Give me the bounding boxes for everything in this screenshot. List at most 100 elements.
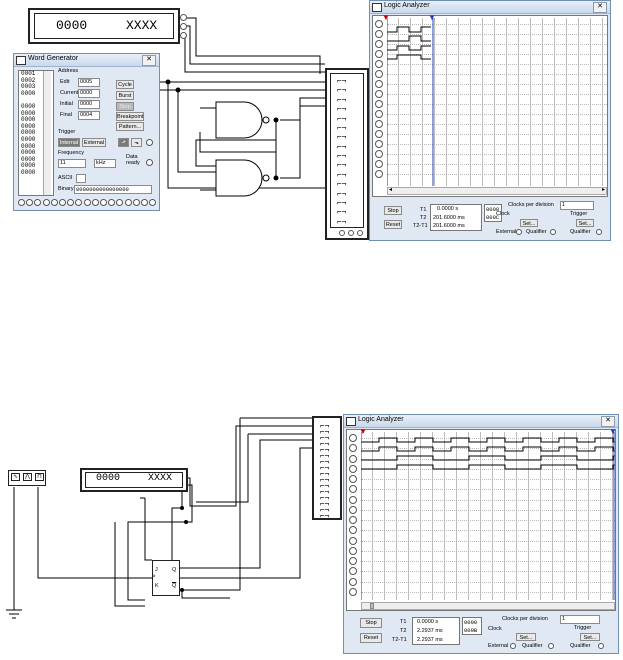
word-generator-output-pin[interactable] <box>141 199 148 206</box>
channel-pin[interactable] <box>375 110 383 118</box>
horizontal-scrollbar[interactable] <box>361 602 615 610</box>
qualifier-pin[interactable] <box>548 643 554 649</box>
t1-cursor-handle[interactable]: ▼ <box>382 13 390 22</box>
word-list-line[interactable]: 0000 <box>21 162 36 170</box>
square-wave-icon[interactable]: ⊓ <box>35 473 44 481</box>
terminal-channel-icon[interactable]: ⌐¬ <box>337 132 347 142</box>
trigger-set-button[interactable]: Set... <box>576 219 594 227</box>
word-generator-output-pin[interactable] <box>83 199 91 206</box>
frequency-unit-select[interactable]: kHz <box>94 159 116 168</box>
word-generator-output-pin[interactable] <box>91 199 99 206</box>
terminal-channel-icon[interactable]: ⌐¬ <box>337 122 347 132</box>
word-generator-output-pin[interactable] <box>34 199 42 206</box>
channel-pin[interactable] <box>349 577 357 586</box>
triangle-wave-icon[interactable]: ⋀ <box>23 473 32 481</box>
step-button[interactable]: Step <box>116 102 134 111</box>
close-icon[interactable]: ✕ <box>593 2 607 13</box>
channel-pin[interactable] <box>349 546 357 555</box>
horizontal-scrollbar[interactable]: ◂ ▸ <box>387 187 607 195</box>
trigger-pin[interactable] <box>146 139 153 146</box>
channel-pin[interactable] <box>375 20 383 28</box>
terminal-channel-icon[interactable]: ⌐¬ <box>337 160 347 170</box>
channel-pin[interactable] <box>349 587 357 596</box>
display-pin[interactable] <box>180 14 187 21</box>
word-list-line[interactable]: 0003 <box>21 83 36 91</box>
trigger-pin[interactable] <box>357 230 363 236</box>
trigger-qualifier-pin[interactable] <box>598 643 604 649</box>
terminal-channel-icon[interactable]: ⌐¬ <box>337 188 347 198</box>
binary-field[interactable]: 0000000000000000 <box>74 185 152 194</box>
terminal-channel-icon[interactable]: ⌐¬ <box>320 493 330 502</box>
channel-pin[interactable] <box>349 495 357 504</box>
scroll-right-icon[interactable]: ▸ <box>601 187 605 193</box>
channel-pin[interactable] <box>375 130 383 138</box>
trigger-qualifier-pin[interactable] <box>596 229 602 235</box>
ascii-field[interactable] <box>76 174 86 183</box>
channel-pin[interactable] <box>349 505 357 514</box>
word-list-line[interactable]: 0000 <box>21 116 36 124</box>
channel-pin[interactable] <box>349 557 357 565</box>
word-generator-output-pin[interactable] <box>108 199 116 206</box>
terminal-channel-icon[interactable]: ⌐¬ <box>320 445 330 454</box>
display-pin[interactable] <box>180 32 187 39</box>
terminal-channel-icon[interactable]: ⌐¬ <box>337 85 347 95</box>
final-field[interactable]: 0004 <box>78 111 100 120</box>
word-generator-output-pin[interactable] <box>116 199 124 206</box>
channel-pin[interactable] <box>375 150 383 158</box>
channel-pin[interactable] <box>349 434 357 442</box>
channel-pin[interactable] <box>349 464 357 473</box>
channel-pin[interactable] <box>349 567 357 576</box>
stop-button[interactable]: Stop <box>384 206 402 215</box>
terminal-channel-icon[interactable]: ⌐¬ <box>320 499 330 508</box>
terminal-channel-icon[interactable]: ⌐¬ <box>320 439 330 448</box>
terminal-channel-icon[interactable]: ⌐¬ <box>320 457 330 466</box>
terminal-channel-icon[interactable]: ⌐¬ <box>337 216 347 226</box>
burst-button[interactable]: Burst <box>116 91 134 100</box>
terminal-channel-icon[interactable]: ⌐¬ <box>320 433 330 442</box>
terminal-channel-icon[interactable]: ⌐¬ <box>337 141 347 151</box>
channel-pin[interactable] <box>375 60 383 68</box>
word-generator-output-pin[interactable] <box>132 199 140 206</box>
channel-pin[interactable] <box>375 120 383 128</box>
terminal-channel-icon[interactable]: ⌐¬ <box>320 511 330 520</box>
terminal-channel-icon[interactable]: ⌐¬ <box>337 113 347 123</box>
trigger-set-button[interactable]: Set... <box>580 633 600 641</box>
jk-flip-flop[interactable]: J K Q Q > <box>152 560 180 596</box>
reset-button[interactable]: Reset <box>384 220 402 229</box>
terminal-channel-icon[interactable]: ⌐¬ <box>320 475 330 484</box>
channel-pin[interactable] <box>349 536 357 545</box>
terminal-channel-icon[interactable]: ⌐¬ <box>320 463 330 472</box>
word-list-line[interactable]: 0001 <box>21 70 36 77</box>
word-generator-titlebar[interactable]: Word Generator ✕ <box>14 54 159 67</box>
terminal-channel-icon[interactable]: ⌐¬ <box>337 207 347 217</box>
word-list-line[interactable]: 0000 <box>21 109 36 117</box>
terminal-channel-icon[interactable]: ⌐¬ <box>337 169 347 179</box>
terminal-channel-icon[interactable]: ⌐¬ <box>320 487 330 496</box>
qualifier-pin[interactable] <box>550 229 556 235</box>
channel-pin[interactable] <box>375 30 383 38</box>
falling-edge-icon[interactable]: ⬎ <box>131 138 142 147</box>
word-generator-output-pin[interactable] <box>50 199 58 206</box>
current-field[interactable]: 0000 <box>78 89 100 98</box>
pattern-button[interactable]: Pattern... <box>116 122 144 131</box>
channel-pin[interactable] <box>375 50 383 58</box>
t2-cursor-handle[interactable]: ▼ <box>609 427 617 436</box>
terminal-channel-icon[interactable]: ⌐¬ <box>320 481 330 490</box>
clock-set-button[interactable]: Set... <box>520 219 538 227</box>
channel-pin[interactable] <box>375 40 383 48</box>
terminal-channel-icon[interactable]: ⌐¬ <box>320 427 330 436</box>
word-list-line[interactable]: 0000 <box>21 89 36 97</box>
cycle-button[interactable]: Cycle <box>116 80 134 89</box>
word-list-line[interactable]: 0000 <box>21 102 36 110</box>
channel-pin[interactable] <box>375 170 383 178</box>
channel-pin[interactable] <box>349 516 357 524</box>
word-generator-output-pin[interactable] <box>26 199 34 206</box>
internal-button[interactable]: Internal <box>58 138 80 147</box>
terminal-channel-icon[interactable]: ⌐¬ <box>320 451 330 460</box>
channel-pin[interactable] <box>349 526 357 535</box>
terminal-channel-icon[interactable]: ⌐¬ <box>320 469 330 478</box>
word-list-line[interactable]: 0000 <box>21 122 36 130</box>
display-pin[interactable] <box>180 23 187 30</box>
word-list-line[interactable]: 0000 <box>21 155 36 163</box>
sine-wave-icon[interactable]: ∿ <box>11 473 20 481</box>
